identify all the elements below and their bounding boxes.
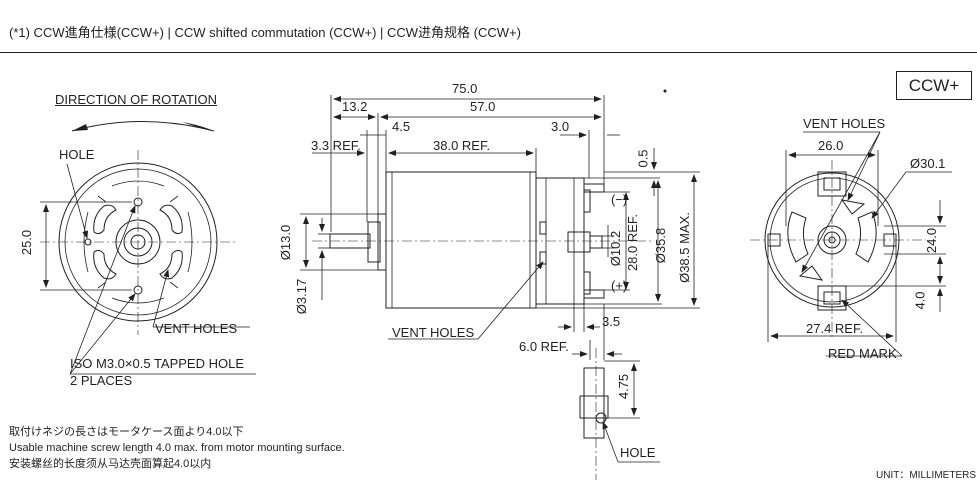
dim-38-0-ref: 38.0 REF. xyxy=(433,138,491,153)
dim-57-0: 57.0 xyxy=(470,99,496,114)
dim-3-3-ref: 3.3 REF. xyxy=(311,138,361,153)
note-english: Usable machine screw length 4.0 max. fro… xyxy=(9,442,345,454)
tapped-hole-label: ISO M3.0×0.5 TAPPED HOLE xyxy=(70,356,245,371)
dim-d3-17: Ø3.17 xyxy=(294,278,310,315)
dim-d13-0: Ø13.0 xyxy=(278,224,294,261)
tapped-hole-count: 2 PLACES xyxy=(70,373,133,388)
hole-label-terminal: HOLE xyxy=(620,445,656,460)
dim-d30-1: Ø30.1 xyxy=(910,156,946,171)
unit-label: UNIT：MILLIMETERS xyxy=(876,470,977,481)
dim-75-0: 75.0 xyxy=(452,81,478,96)
dim-d38-5-max: Ø38.5 MAX. xyxy=(676,212,692,283)
dim-4-5: 4.5 xyxy=(392,119,411,134)
header-caption: (*1) CCW進角仕様(CCW+) | CCW shifted commuta… xyxy=(9,25,521,40)
rotation-arc xyxy=(71,121,215,132)
dim-27-4-ref: 27.4 REF. xyxy=(806,321,864,336)
dim-28-0-ref: 28.0 REF. xyxy=(625,213,641,272)
vent-holes-label-side: VENT HOLES xyxy=(392,325,475,340)
dim-3-0: 3.0 xyxy=(551,119,570,134)
dim-4-0: 4.0 xyxy=(912,291,928,310)
dim-d35-8: Ø35.8 xyxy=(653,227,669,264)
dim-25-0: 25.0 xyxy=(19,229,35,256)
left-end-view xyxy=(40,121,256,375)
hole-label-left: HOLE xyxy=(59,147,95,162)
dim-26-0: 26.0 xyxy=(818,138,844,153)
dim-0-5: 0.5 xyxy=(635,149,651,168)
dim-d10-2: Ø10.2 xyxy=(608,230,624,267)
terminal-minus: (−) xyxy=(611,192,628,207)
dim-4-75: 4.75 xyxy=(616,373,632,400)
note-chinese: 安装螺丝的长度须从马达壳面算起4.0以内 xyxy=(9,458,212,470)
right-end-view xyxy=(750,131,952,357)
vent-holes-label-left: VENT HOLES xyxy=(155,321,238,336)
red-mark-label: RED MARK xyxy=(828,346,897,361)
side-view xyxy=(300,95,700,480)
terminal-plus: (+) xyxy=(611,278,628,293)
header-divider xyxy=(0,52,977,53)
vent-holes-label-right: VENT HOLES xyxy=(803,116,886,131)
dim-6-0-ref: 6.0 REF. xyxy=(519,339,569,354)
dim-24-0: 24.0 xyxy=(924,227,940,254)
dim-13-2: 13.2 xyxy=(342,99,368,114)
direction-of-rotation-label: DIRECTION OF ROTATION xyxy=(55,92,218,107)
dim-3-5: 3.5 xyxy=(602,314,621,329)
ccw-badge: CCW+ xyxy=(896,71,972,100)
note-japanese: 取付けネジの長さはモータケース面より4.0以下 xyxy=(9,426,244,438)
